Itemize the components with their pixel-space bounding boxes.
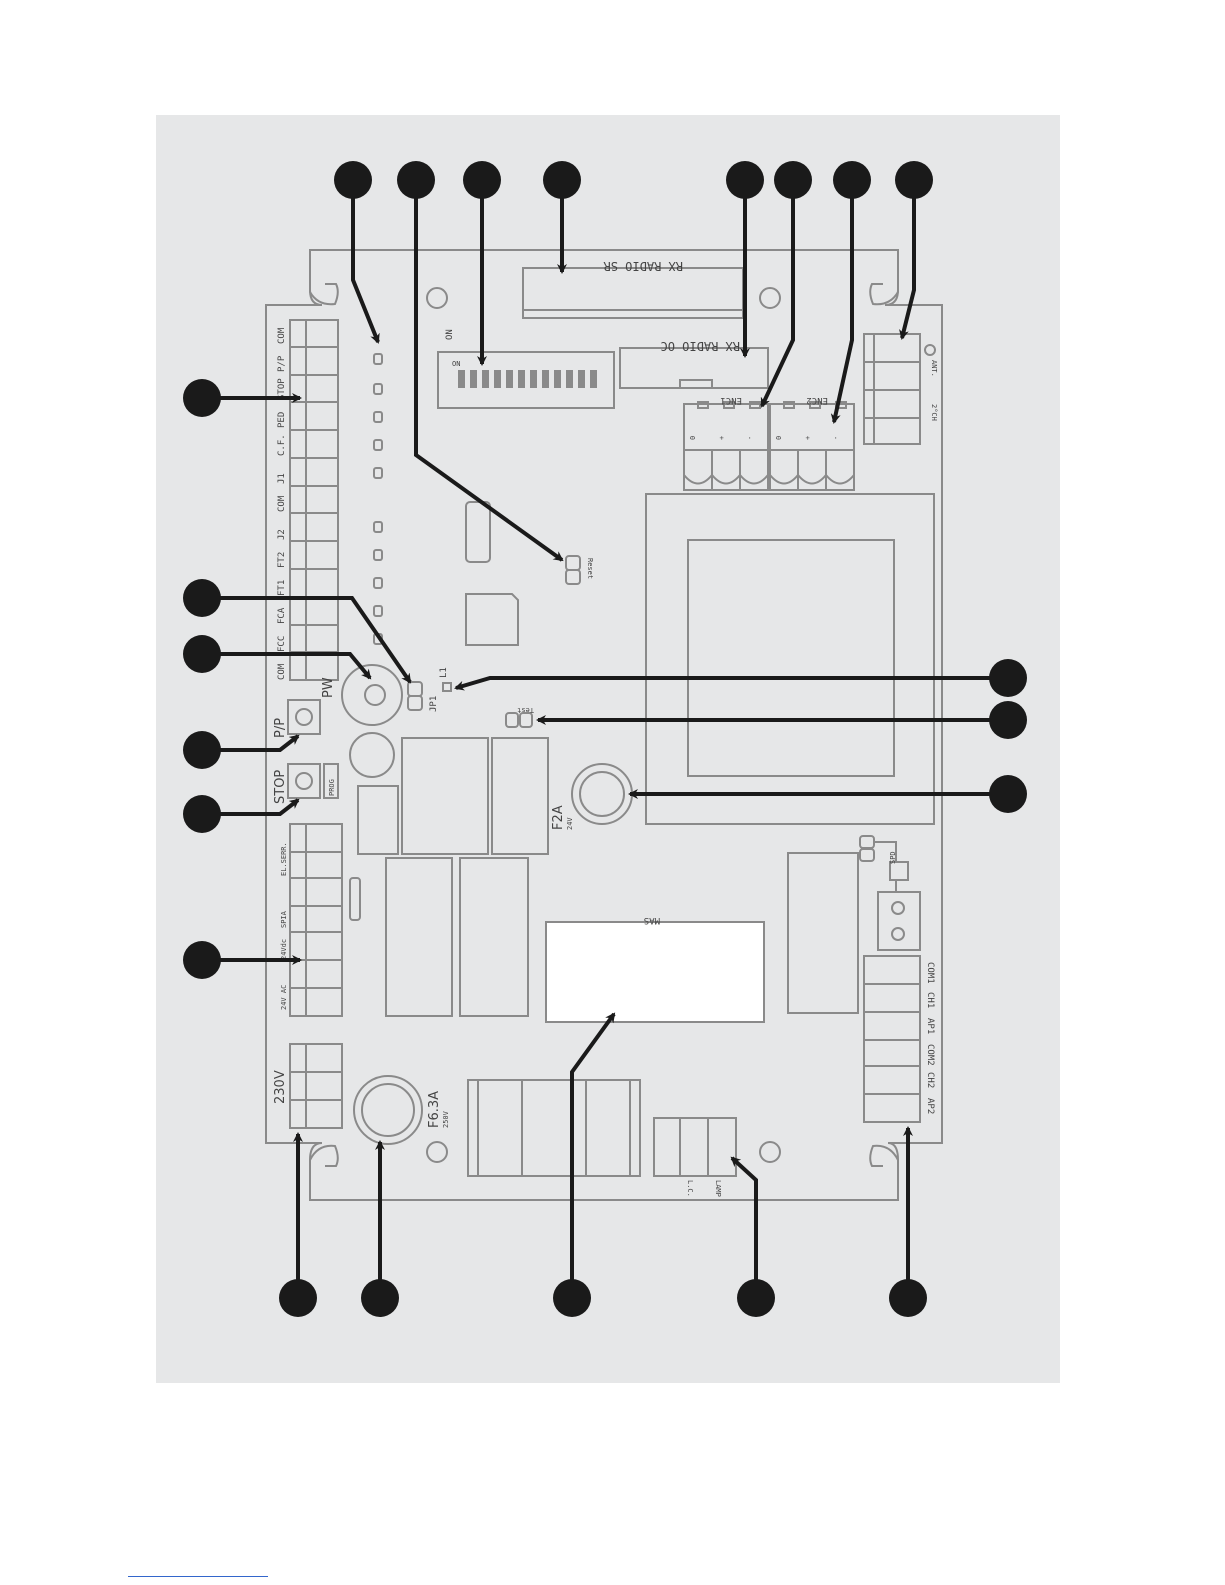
label-f2a: F2A: [551, 805, 566, 830]
left-terminal-label: C.F.: [277, 434, 287, 456]
callout-marker: [737, 1279, 775, 1317]
right-terminal-label: COM2: [925, 1044, 935, 1066]
label-dip-on-small: ON: [452, 360, 460, 368]
label-l1: L1: [439, 667, 449, 678]
callout-marker: [183, 579, 221, 617]
label-230v: 230V: [273, 1070, 288, 1104]
callout-marker: [774, 161, 812, 199]
label-enc1: ENC1: [720, 395, 742, 405]
footer-rule: [128, 1576, 268, 1577]
left-terminal-label: COM: [277, 663, 287, 680]
left-terminal-label: COM: [277, 327, 287, 344]
left-lower-terminal-label: 24V AC: [280, 985, 288, 1010]
label-test: Test: [517, 706, 534, 714]
label-enc2-pinplus: +: [804, 436, 812, 440]
label-enc2-pin0: 0: [775, 436, 783, 440]
callout-marker: [543, 161, 581, 199]
label-reset: Reset: [586, 558, 594, 579]
label-f2a-volt: 24V: [566, 817, 574, 830]
callout-marker: [553, 1279, 591, 1317]
left-terminal-label: FT2: [277, 552, 287, 568]
right-terminal-label: CH2: [925, 1072, 935, 1088]
left-terminal-label: J2: [277, 529, 287, 540]
label-stop-button: STOP: [273, 770, 288, 804]
label-f63a: F6.3A: [427, 1091, 442, 1128]
left-lower-terminal-label: 24Vdc: [280, 939, 288, 960]
label-jp1: JP1: [429, 696, 439, 712]
callout-marker: [183, 379, 221, 417]
callout-marker: [895, 161, 933, 199]
label-dip-on: ON: [445, 329, 455, 340]
label-ant: ANT.: [930, 360, 938, 377]
callout-marker: [183, 795, 221, 833]
label-rx-radio-oc: RX RADIO OC: [661, 339, 740, 353]
callout-marker: [361, 1279, 399, 1317]
left-terminal-label: FCC: [277, 636, 287, 652]
callout-marker: [726, 161, 764, 199]
left-terminal-label: FCA: [277, 607, 287, 624]
mas-module[interactable]: [546, 922, 764, 1022]
left-terminal-label: FT1: [277, 580, 287, 596]
right-terminal-label: COM1: [925, 962, 935, 984]
right-terminal-label: AP1: [925, 1018, 935, 1034]
callout-marker: [833, 161, 871, 199]
callout-marker: [989, 659, 1027, 697]
label-lamp: LAMP: [714, 1180, 722, 1197]
label-enc2-pinminus: -: [832, 436, 840, 440]
left-lower-terminal-label: SPIA: [280, 910, 288, 928]
label-pp-button: P/P: [273, 718, 288, 738]
callout-marker: [183, 635, 221, 673]
left-terminal-label: P/P: [277, 355, 287, 372]
label-rx-radio-sr: RX RADIO SR: [603, 259, 683, 273]
label-enc1-pin0: 0: [689, 436, 697, 440]
callout-marker: [889, 1279, 927, 1317]
left-terminal-label: COM: [277, 495, 287, 512]
callout-marker: [334, 161, 372, 199]
label-prog: PROG: [328, 779, 336, 796]
label-enc1-pinminus: -: [746, 436, 754, 440]
callout-marker: [397, 161, 435, 199]
left-lower-terminal-label: EL.SERR.: [280, 842, 288, 876]
right-terminal-label: AP2: [925, 1098, 935, 1114]
label-spd: SPD: [889, 851, 897, 864]
label-enc2: ENC2: [806, 395, 828, 405]
label-2nd-ch: 2°CH: [930, 404, 938, 421]
callout-marker: [279, 1279, 317, 1317]
label-pw: PW: [321, 677, 336, 698]
right-terminal-label: CH1: [925, 992, 935, 1008]
label-lc: L.C.: [686, 1180, 694, 1197]
callout-marker: [183, 731, 221, 769]
callout-marker: [989, 701, 1027, 739]
left-terminal-label: PED: [277, 412, 287, 428]
callout-marker: [183, 941, 221, 979]
label-mas: MAS: [644, 915, 660, 925]
callout-marker: [463, 161, 501, 199]
label-enc1-pinplus: +: [718, 436, 726, 440]
callout-marker: [989, 775, 1027, 813]
label-f63a-volt: 250V: [442, 1110, 450, 1128]
left-terminal-label: J1: [277, 473, 287, 484]
